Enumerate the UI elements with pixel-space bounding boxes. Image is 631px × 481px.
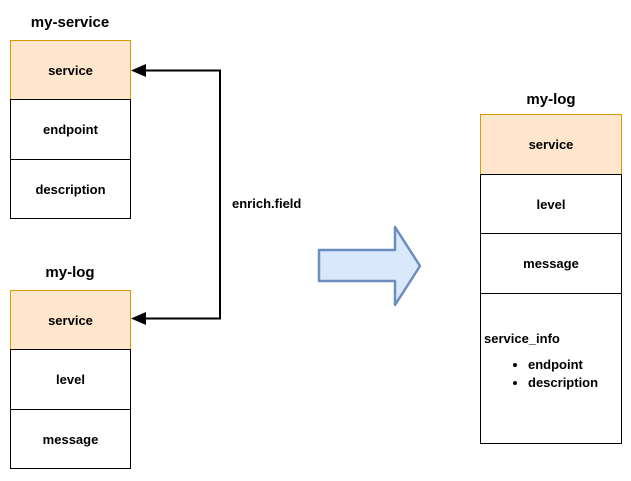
bullet-item-endpoint: endpoint [528,356,617,374]
my-log-enriched-table-title: my-log [526,91,576,108]
bullet-item-description: description [528,374,617,392]
my-log-source-table: service level message [10,290,131,469]
table-cell-service: service [10,290,131,350]
table-cell-level: level [480,174,622,234]
table-cell-message: message [10,409,131,469]
enrich-connector-line [144,69,221,320]
table-cell-service-info: service_info endpoint description [480,293,622,444]
table-cell-message: message [480,233,622,294]
transform-right-arrow-icon [317,225,422,307]
my-service-table: service endpoint description [10,40,131,219]
my-service-table-title: my-service [30,14,110,31]
service-info-label: service_info [484,331,560,346]
table-cell-service: service [480,114,622,175]
my-log-enriched-table: service level message service_info endpo… [480,114,622,444]
connector-label: enrich.field [232,196,302,211]
table-cell-description: description [10,159,131,219]
table-cell-level: level [10,349,131,410]
service-info-bullet-list: endpoint description [484,356,617,392]
my-log-source-table-title: my-log [45,264,95,281]
table-cell-endpoint: endpoint [10,99,131,160]
connector-arrowhead-bottom-icon [131,312,146,325]
connector-arrowhead-top-icon [131,64,146,77]
table-cell-service: service [10,40,131,100]
